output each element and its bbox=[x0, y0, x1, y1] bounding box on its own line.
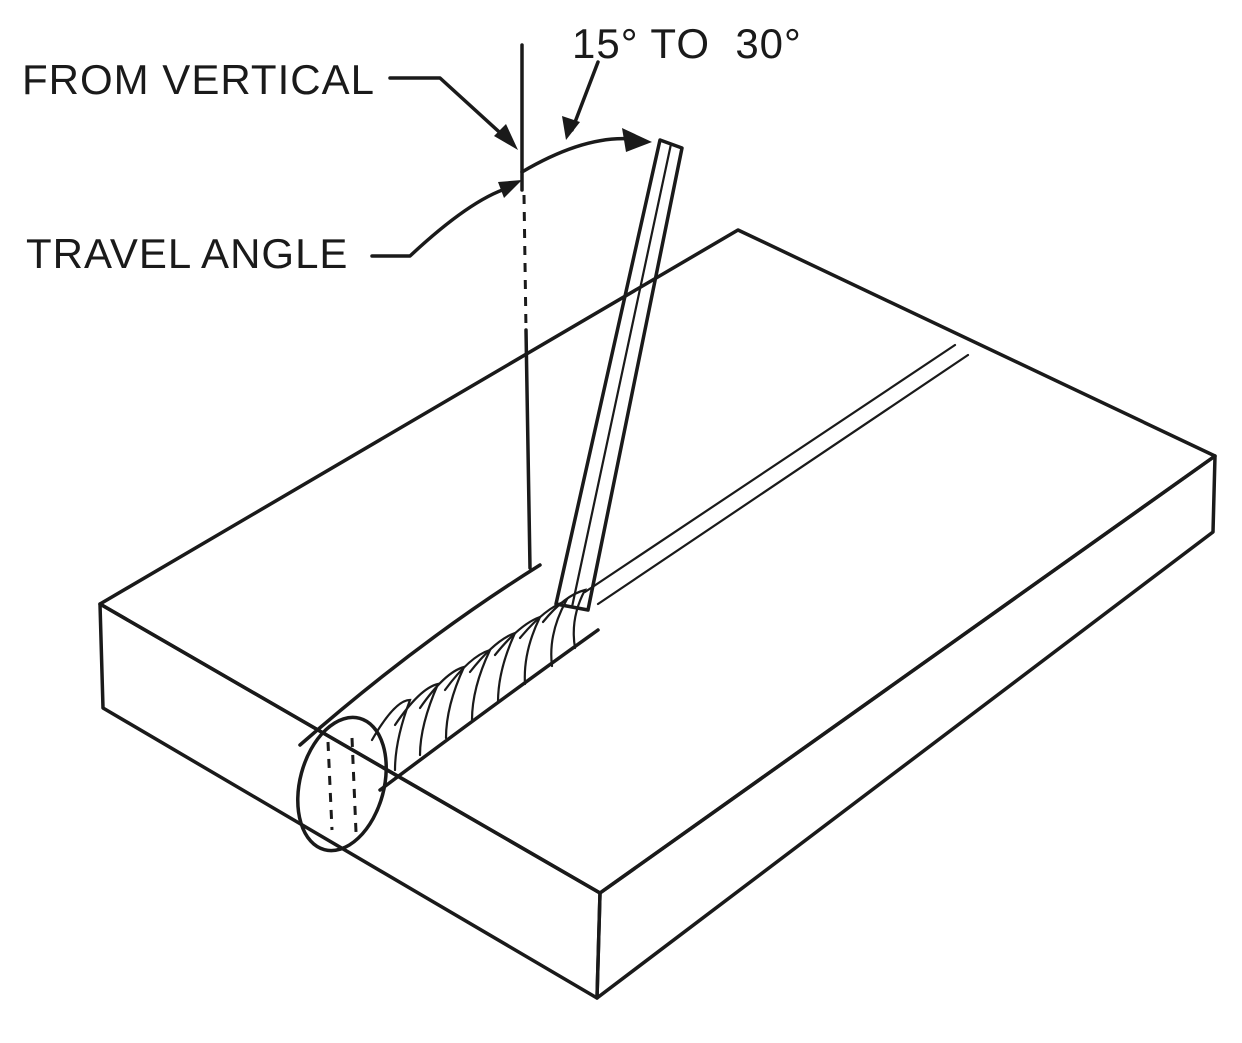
angle-range-label: 15° TO 30° bbox=[572, 20, 802, 67]
from-vertical-label: FROM VERTICAL bbox=[22, 56, 375, 103]
angle-range-leader bbox=[570, 60, 600, 132]
plate-top-face bbox=[98, 228, 1217, 895]
from-vertical-arrowhead bbox=[494, 124, 518, 150]
travel-angle-arrowhead bbox=[498, 180, 522, 198]
vertical-reference bbox=[520, 43, 532, 570]
from-vertical-leader bbox=[388, 76, 510, 142]
weld-bead bbox=[296, 563, 600, 853]
arc-arrowhead-right bbox=[622, 128, 652, 152]
weld-ripples bbox=[370, 588, 588, 772]
angle-arc bbox=[520, 128, 652, 174]
electrode bbox=[554, 138, 684, 612]
base-plate bbox=[98, 228, 1217, 1000]
leader-lines bbox=[370, 60, 600, 258]
plate-right-face bbox=[595, 454, 1217, 1000]
angle-range-arrowhead bbox=[562, 116, 580, 140]
travel-angle-label: TRAVEL ANGLE bbox=[26, 230, 348, 277]
travel-angle-leader bbox=[370, 186, 510, 258]
weld-bead-end bbox=[296, 715, 388, 853]
joint-seam bbox=[583, 343, 970, 606]
